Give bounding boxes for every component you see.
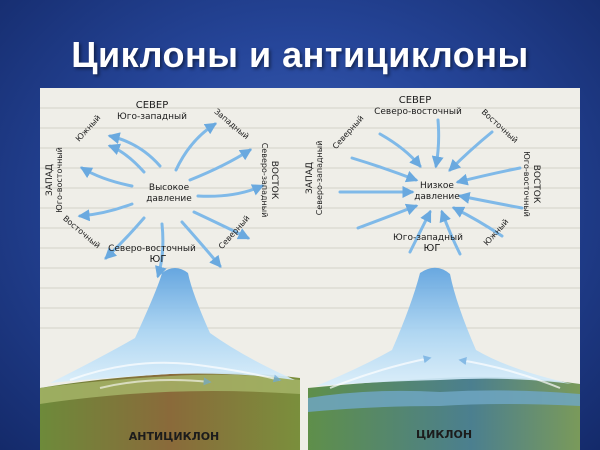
- anticyclone-south-label: ЮГ: [150, 254, 167, 265]
- illustration-panel: Высокое давление СЕВЕР Юго-западный Севе…: [40, 88, 580, 450]
- cyclone-south-wind: Юго-западный: [393, 233, 463, 243]
- anticyclone-north-label: СЕВЕР: [136, 100, 169, 111]
- cyclone-wind-arrows: [338, 118, 524, 256]
- cyclone-caption: ЦИКЛОН: [416, 428, 472, 441]
- cyclone-north-wind: Северо-восточный: [374, 107, 462, 117]
- anticyclone-south-wind: Северо-восточный: [108, 244, 196, 254]
- anticyclone-wind-arrows: [77, 122, 265, 279]
- cyclone-scene: ЦИКЛОН: [308, 267, 580, 450]
- anticyclone-west-wind: Юго-восточный: [55, 147, 64, 213]
- cyclone-anticyclone-figure: Высокое давление СЕВЕР Юго-западный Севе…: [40, 95, 580, 450]
- anticyclone-sw-wind: Восточный: [61, 214, 102, 250]
- cyclone-center-line2: давление: [414, 192, 460, 202]
- cyclone-west-label: ЗАПАД: [305, 162, 315, 194]
- anticyclone-center-line1: Высокое: [149, 183, 190, 193]
- slide-title: Циклоны и антициклоны: [71, 34, 529, 75]
- anticyclone-se-wind: Северный: [217, 214, 252, 251]
- cyclone-south-label: ЮГ: [424, 243, 441, 254]
- anticyclone-scene: АНТИЦИКЛОН: [40, 268, 300, 450]
- cyclone-center-line1: Низкое: [420, 181, 454, 191]
- anticyclone-center-line2: давление: [146, 194, 192, 204]
- anticyclone-caption: АНТИЦИКЛОН: [129, 430, 220, 443]
- anticyclone-west-label: ЗАПАД: [45, 164, 55, 196]
- cyclone-se-wind: Южный: [482, 217, 510, 247]
- cyclone-west-wind: Северо-западный: [315, 141, 324, 216]
- cyclone-east-wind: Юго-восточный: [522, 151, 531, 217]
- cyclone-north-label: СЕВЕР: [399, 95, 432, 106]
- cyclone-east-label: ВОСТОК: [531, 165, 541, 204]
- anticyclone-east-label: ВОСТОК: [269, 161, 279, 200]
- background-text-lines: [40, 107, 580, 329]
- anticyclone-ne-wind: Западный: [212, 107, 250, 141]
- cyclone-nw-wind: Северный: [331, 114, 366, 151]
- anticyclone-north-wind: Юго-западный: [117, 112, 187, 122]
- anticyclone-east-wind: Северо-западный: [260, 143, 269, 218]
